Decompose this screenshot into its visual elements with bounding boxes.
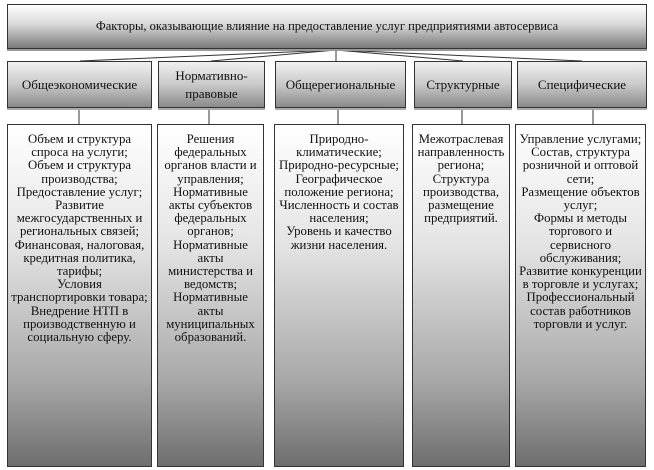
category-regional: Общерегиональные — [275, 61, 406, 108]
details-regional: Природно-климатические; Природно-ресурсн… — [274, 124, 404, 467]
category-label: Нормативно-правовые — [175, 67, 248, 101]
details-general-economic: Объем и структура спроса на услуги; Объе… — [7, 124, 152, 467]
details-structural: Межотраслевая направленность региона; Ст… — [412, 124, 510, 467]
connector-4 — [335, 49, 464, 62]
details-legal: Решения федеральных органов власти и упр… — [157, 124, 264, 467]
detail-item: Природно-климатические; — [296, 132, 382, 160]
category-general-economic: Общеэкономические — [7, 61, 152, 108]
detail-item: Предоставление услуг; — [16, 184, 143, 199]
detail-item: Развитие межгосударственных и региональн… — [16, 198, 143, 239]
detail-item: Структура производства, размещение предп… — [422, 171, 500, 226]
details-specific: Управление услугами; Состав, структура р… — [515, 124, 646, 467]
root-node: Факторы, оказывающие влияние на предоста… — [7, 4, 647, 49]
connector-2 — [210, 49, 337, 62]
detail-item: Географическое положение региона; — [284, 171, 394, 199]
detail-item: Природно-ресурсные; — [278, 158, 399, 173]
category-label: Специфические — [537, 76, 627, 92]
detail-item: Финансовая, налоговая, кредитная политик… — [14, 237, 145, 279]
connector-1 — [79, 49, 337, 62]
detail-item: Решения федеральных органов власти и упр… — [164, 132, 257, 186]
category-specific: Специфические — [517, 61, 647, 108]
detail-item: Условия транспортировки товара; — [11, 277, 148, 305]
detail-item: Формы и методы торгового и сервисного об… — [534, 211, 627, 265]
category-label: Структурные — [426, 76, 500, 92]
detail-item: Профессиональный состав работников торго… — [526, 290, 635, 331]
detail-item: Состав, структура розничной и оптовой се… — [522, 145, 639, 186]
detail-item: Объем и структура спроса на услуги; — [27, 132, 132, 160]
connector-5 — [335, 49, 583, 62]
detail-item: Численность и состав населения; — [279, 198, 399, 226]
root-title: Факторы, оказывающие влияние на предоста… — [95, 19, 559, 33]
detail-item: Нормативные акты муниципальных образован… — [166, 290, 255, 345]
detail-item: Межотраслевая направленность региона; — [417, 132, 505, 173]
detail-item: Объем и структура производства; — [27, 158, 132, 186]
detail-item: Размещение объектов услуг; — [521, 184, 640, 213]
detail-item: Уровень и качество жизни населения. — [286, 224, 392, 252]
detail-item: Внедрение НТП в производственную и социа… — [23, 303, 136, 345]
category-label: Общеэкономические — [21, 76, 138, 92]
detail-item: Развитие конкуренции в торговле и услуга… — [519, 264, 642, 292]
category-label: Общерегиональные — [285, 76, 396, 92]
detail-item: Управление услугами; — [519, 132, 642, 146]
detail-item: Нормативные акты министерства и ведомств… — [168, 237, 253, 292]
category-structural: Структурные — [414, 61, 512, 108]
detail-item: Нормативные акты субъектов федеральных о… — [168, 184, 253, 239]
category-legal: Нормативно-правовые — [158, 61, 265, 108]
